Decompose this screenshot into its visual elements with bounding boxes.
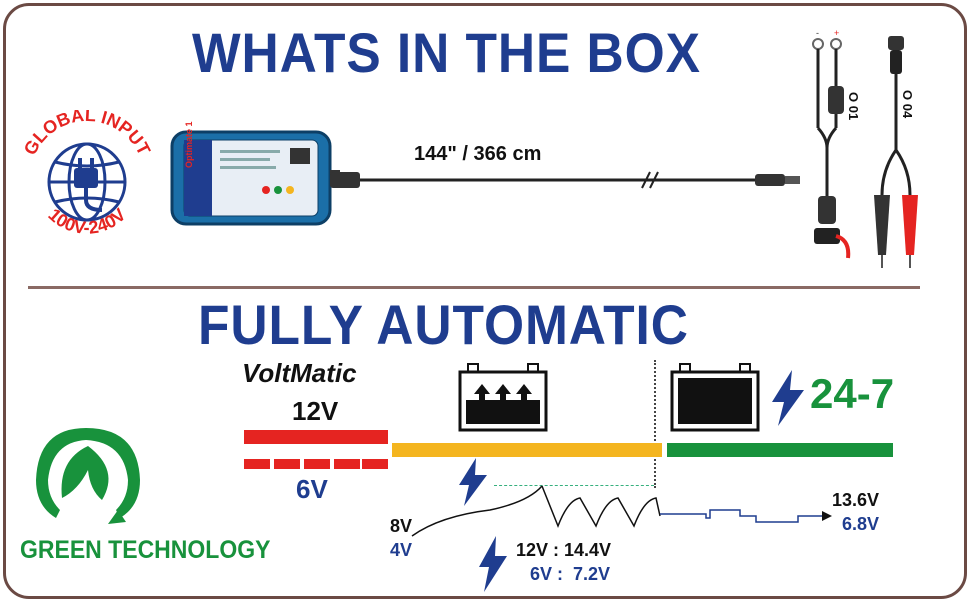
start-voltage-6v: 4V xyxy=(390,540,413,560)
voltmatic-label: VoltMatic xyxy=(242,358,357,388)
connector-04-label: O 04 xyxy=(900,90,915,119)
charge-threshold-line xyxy=(494,485,654,486)
whats-in-box-title: WHATS IN THE BOX xyxy=(192,21,701,84)
svg-text:+: + xyxy=(834,28,839,38)
yellow-bar-charge xyxy=(392,443,662,457)
global-input-badge: GLOBAL INPUT 100V-240V xyxy=(12,105,162,240)
maintenance-24-7-label: 24-7 xyxy=(810,370,895,417)
charger-brand: Optimate 1 xyxy=(184,121,194,168)
phase-separator xyxy=(654,360,656,488)
connector-01-label: O 01 xyxy=(846,92,861,121)
charger-device: Optimate 1 xyxy=(170,121,340,228)
voltage-curve xyxy=(410,480,840,550)
voltage-12v-label: 12V xyxy=(292,396,339,426)
green-bar-maintain xyxy=(667,443,893,457)
section-divider xyxy=(28,286,920,289)
lightning-bolt-charge-icon xyxy=(476,536,510,592)
connector-01: - + xyxy=(800,28,860,268)
green-leaf-icon xyxy=(28,420,148,530)
charge-voltage-12v: 12V : 14.4V xyxy=(516,540,612,560)
page-frame xyxy=(3,3,967,599)
float-voltage-6v: 6.8V xyxy=(842,514,880,534)
lightning-bolt-small-icon xyxy=(456,458,490,506)
charging-battery-icon xyxy=(458,362,548,432)
charge-voltage-6v: 6V : 7.2V xyxy=(530,564,611,584)
output-cable xyxy=(330,160,800,200)
fully-automatic-title: FULLY AUTOMATIC xyxy=(198,293,689,356)
full-battery-icon xyxy=(670,362,760,432)
voltage-6v-label: 6V xyxy=(296,474,328,504)
connector-04 xyxy=(866,30,926,270)
start-voltage-12v: 8V xyxy=(390,516,413,536)
globe-plug-icon: GLOBAL INPUT 100V-240V xyxy=(20,105,154,238)
float-voltage-12v: 13.6V xyxy=(832,490,880,510)
cable-length: 144" / 366 cm xyxy=(414,143,542,165)
red-bar-12v xyxy=(244,430,388,444)
lightning-bolt-icon xyxy=(768,370,808,426)
svg-text:-: - xyxy=(816,28,819,38)
green-technology-label: GREEN TECHNOLOGY xyxy=(20,536,271,564)
